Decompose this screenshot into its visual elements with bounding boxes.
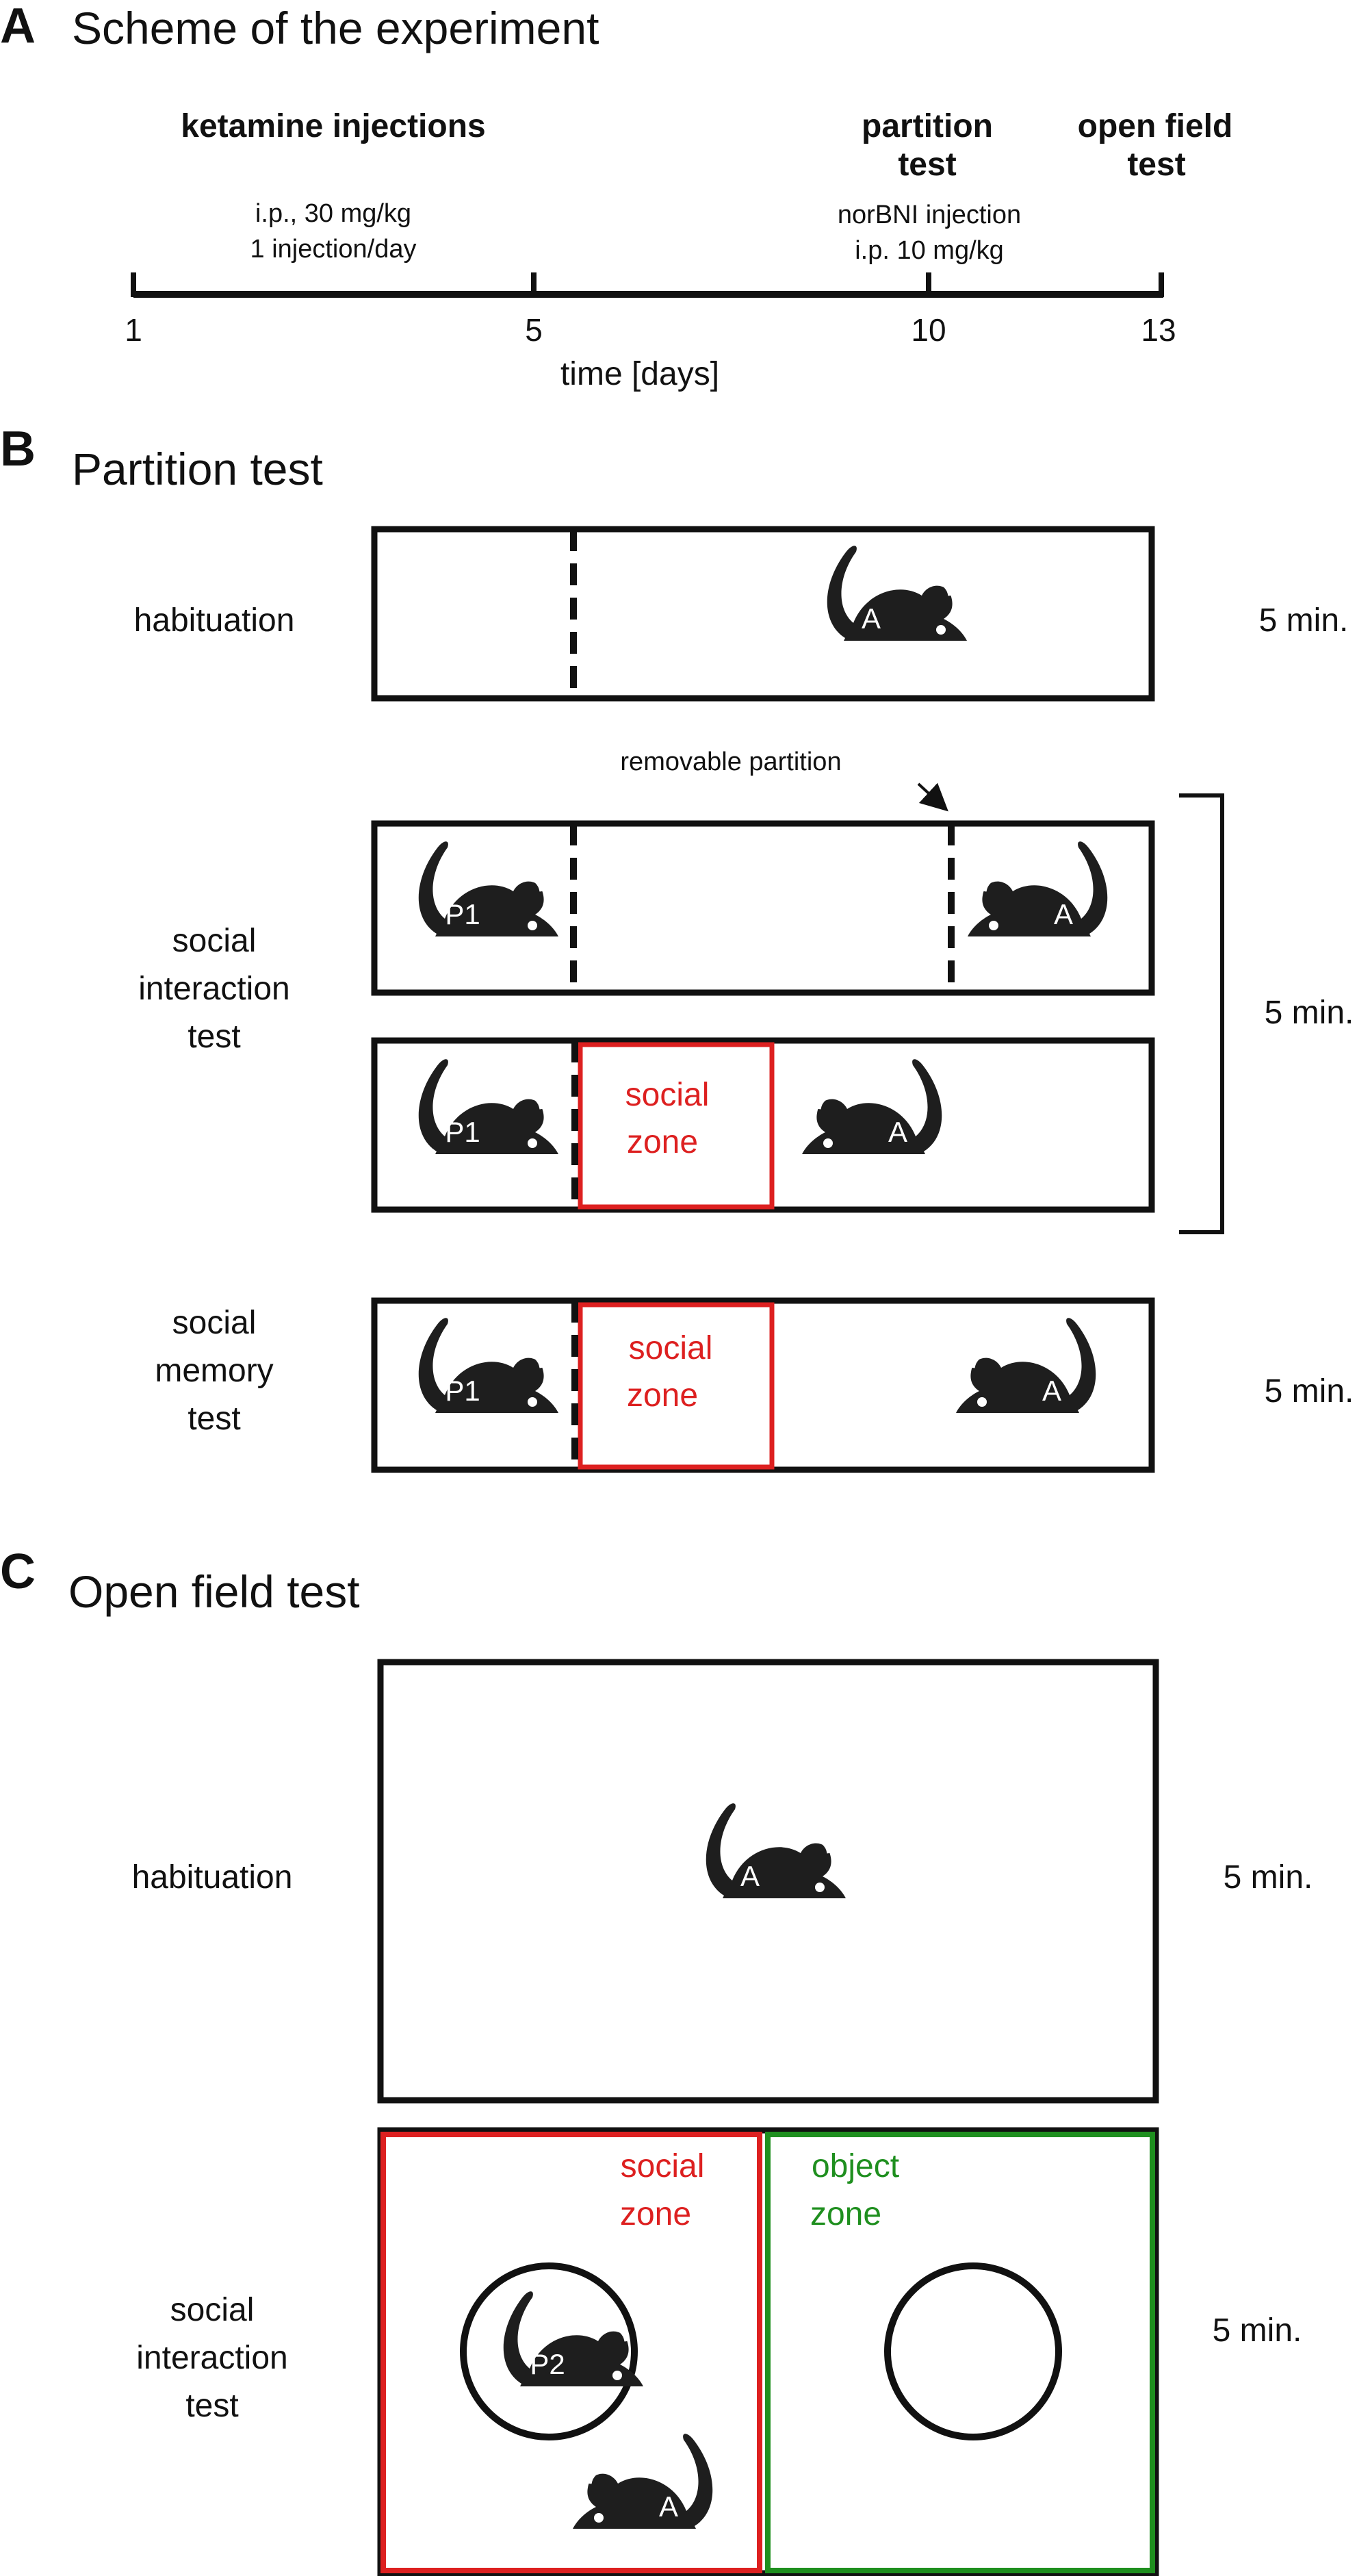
mouse-p1-label: P1 <box>445 1375 480 1407</box>
panel-a: A Scheme of the experiment ketamine inje… <box>0 0 1232 392</box>
c-habituation-arena <box>377 1659 1159 2104</box>
c-object-cage <box>884 2262 1062 2440</box>
panel-c-letter: C <box>0 1544 36 1599</box>
b-sit-arena-1 <box>371 820 1155 996</box>
mouse-a-label: A <box>659 2490 678 2523</box>
b-smt-social-zone-label-line2: zone <box>627 1377 698 1414</box>
c-sit-label-line1: social <box>170 2292 255 2328</box>
c-sit-label-line3: test <box>185 2388 238 2424</box>
panel-b-letter: B <box>0 422 36 476</box>
c-habituation-label: habituation <box>132 1859 293 1896</box>
tick-label-5: 5 <box>525 312 543 348</box>
b-smt-label-line3: test <box>188 1401 240 1437</box>
b-smt-duration: 5 min. <box>1265 1373 1354 1410</box>
c-social-cage <box>460 2262 638 2440</box>
c-object-zone-label-line2: zone <box>810 2196 881 2232</box>
open-field-label-line2: test <box>1127 146 1185 183</box>
c-sit-mouse-p2: P2 <box>504 2291 643 2386</box>
norbni-injection: norBNI injection <box>838 201 1021 229</box>
c-sit-social-zone <box>380 2132 762 2573</box>
ketamine-dose: i.p., 30 mg/kg <box>255 199 411 228</box>
c-sit-object-zone <box>765 2132 1155 2573</box>
b-smt-mouse-p1: P1 <box>419 1318 558 1413</box>
c-sit-mouse-a: A <box>573 2434 712 2529</box>
mouse-a-label: A <box>740 1860 760 1892</box>
mouse-a-label: A <box>1054 898 1073 930</box>
timeline-axis-label: time [days] <box>560 356 719 392</box>
b-smt-label-line2: memory <box>155 1353 273 1389</box>
b-sit-label-line3: test <box>188 1019 240 1055</box>
b-habituation-label: habituation <box>134 602 295 639</box>
panel-c-title: Open field test <box>68 1566 360 1617</box>
mouse-p1-label: P1 <box>445 898 480 930</box>
panel-a-title: Scheme of the experiment <box>72 3 599 53</box>
panel-a-letter: A <box>0 0 36 53</box>
b-smt-mouse-a: A <box>956 1318 1096 1413</box>
open-field-label-line1: open field <box>1078 108 1233 144</box>
b-sit-2-mouse-p1: P1 <box>419 1059 558 1154</box>
b-sit-social-zone-label-line1: social <box>625 1077 710 1113</box>
ketamine-frequency: 1 injection/day <box>250 235 417 264</box>
panel-b-title: Partition test <box>72 444 323 494</box>
c-object-zone-label-line1: object <box>812 2148 899 2184</box>
ketamine-title: ketamine injections <box>181 108 485 144</box>
b-sit-1-mouse-p1: P1 <box>419 841 558 936</box>
partition-test-label-line2: test <box>898 146 956 183</box>
b-smt-arena <box>371 1297 1155 1473</box>
b-sit-duration: 5 min. <box>1265 995 1354 1031</box>
partition-test-label-line1: partition <box>862 108 993 144</box>
c-sit-label-line2: interaction <box>136 2340 287 2376</box>
mouse-p1-label: P1 <box>445 1116 480 1148</box>
mouse-p2-label: P2 <box>530 2348 565 2380</box>
b-habituation-mouse-a: A <box>827 546 967 641</box>
tick-label-1: 1 <box>125 312 142 348</box>
tick-label-10: 10 <box>911 312 946 348</box>
b-sit-bracket <box>1179 793 1224 1234</box>
c-sit-duration: 5 min. <box>1213 2312 1302 2349</box>
b-sit-1-mouse-a: A <box>968 841 1107 936</box>
b-smt-social-zone <box>578 1302 775 1470</box>
b-sit-social-zone-label-line2: zone <box>627 1124 698 1160</box>
panel-b: B Partition test habituation A 5 min. re… <box>0 422 1354 1473</box>
c-habituation-mouse-a: A <box>706 1803 846 1898</box>
b-habituation-duration: 5 min. <box>1259 602 1349 639</box>
norbni-dose: i.p. 10 mg/kg <box>855 236 1004 265</box>
mouse-a-label: A <box>1042 1375 1061 1407</box>
b-habituation-arena <box>371 526 1155 702</box>
b-sit-label-line2: interaction <box>138 971 289 1007</box>
b-smt-label-line1: social <box>172 1305 257 1341</box>
mouse-a-label: A <box>888 1116 907 1148</box>
b-sit-label-line1: social <box>172 923 257 959</box>
removable-partition-label: removable partition <box>620 748 841 776</box>
removable-partition-arrow <box>917 782 948 812</box>
mouse-a-label: A <box>862 602 881 635</box>
b-sit-arena-2-social-zone <box>578 1042 775 1210</box>
b-sit-arena-2 <box>371 1037 1155 1213</box>
tick-label-13: 13 <box>1141 312 1176 348</box>
c-social-zone-label-line2: zone <box>620 2196 691 2232</box>
b-sit-2-mouse-a: A <box>802 1059 942 1154</box>
panel-c: C Open field test habituation A 5 min. s… <box>0 1544 1313 2576</box>
c-habituation-duration: 5 min. <box>1224 1859 1313 1896</box>
c-social-zone-label-line1: social <box>621 2148 705 2184</box>
b-smt-social-zone-label-line1: social <box>629 1330 713 1366</box>
